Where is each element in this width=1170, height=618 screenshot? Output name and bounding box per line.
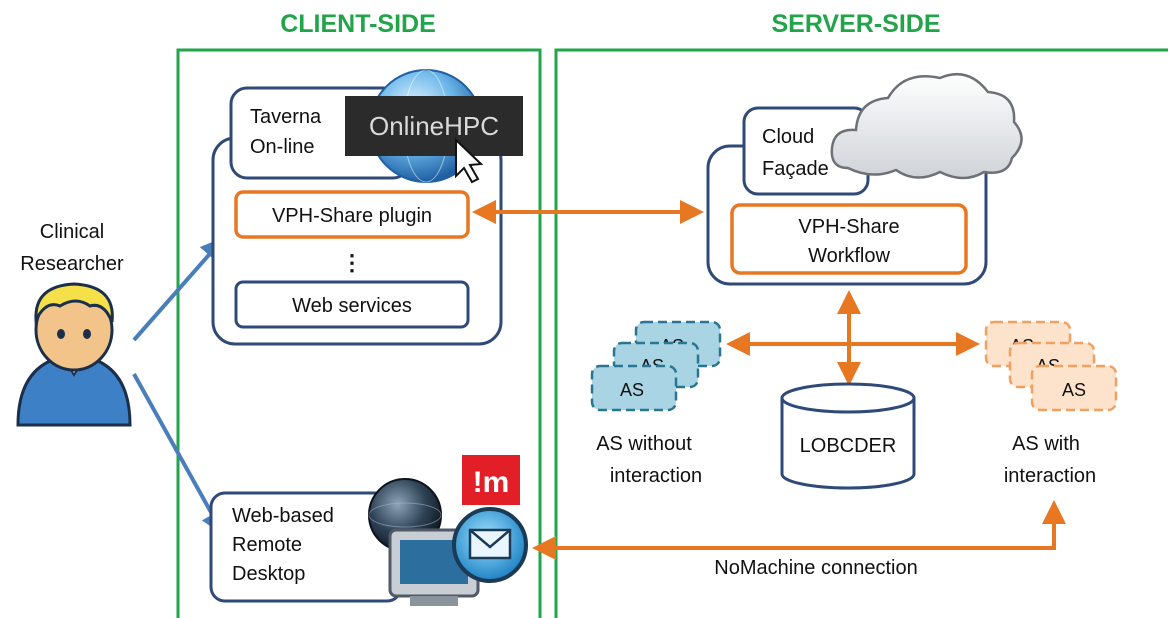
cloud-facade-line1: Cloud — [762, 126, 814, 148]
user-label-line2: Researcher — [20, 253, 124, 275]
cloud-facade-line2: Façade — [762, 158, 829, 180]
remote-desktop-line1: Web-based — [232, 505, 334, 527]
user-label-line1: Clinical — [40, 221, 104, 243]
ellipsis: ⋮ — [341, 250, 363, 275]
onlinehpc-text: OnlineHPC — [369, 111, 499, 141]
cursor-icon — [455, 137, 484, 184]
as-without-line1: AS without — [596, 433, 692, 455]
lobcder-database — [780, 382, 916, 490]
user-to-taverna-arrow — [132, 236, 225, 342]
as-card — [590, 364, 678, 412]
as-without-line2: interaction — [610, 465, 702, 487]
nomachine-connection-arrow — [532, 500, 1066, 560]
onlinehpc-logo: OnlineHPC — [345, 96, 523, 156]
client-side-header: CLIENT-SIDE — [280, 10, 436, 38]
as-without-stack: AS AS AS — [590, 320, 722, 412]
workflow-line2: Workflow — [808, 245, 890, 267]
client-side-zone — [176, 48, 542, 618]
user-to-remote-desktop-arrow — [132, 373, 224, 536]
taverna-label-line2: On-line — [250, 136, 314, 158]
as-with-stack: AS AS AS — [984, 320, 1118, 412]
im-badge-text: !m — [473, 466, 510, 499]
server-side-zone — [554, 48, 1168, 618]
lobcder-label: LOBCDER — [800, 435, 897, 457]
im-badge: !m — [462, 455, 520, 505]
mail-icon — [452, 507, 528, 583]
nomachine-label: NoMachine connection — [714, 557, 917, 579]
as-card-label: AS — [1062, 380, 1086, 400]
remote-desktop-line2: Remote — [232, 534, 302, 556]
as-card-label: AS — [620, 380, 644, 400]
as-with-line2: interaction — [1004, 465, 1096, 487]
vph-share-workflow-box — [730, 203, 968, 275]
web-services-label: Web services — [292, 295, 412, 317]
taverna-label-line1: Taverna — [250, 106, 322, 128]
remote-desktop-line3: Desktop — [232, 563, 305, 585]
cloud-icon — [830, 73, 1023, 180]
vph-share-plugin-box — [234, 190, 470, 239]
as-with-line1: AS with — [1012, 433, 1080, 455]
user-icon — [16, 282, 132, 427]
vph-share-plugin-label: VPH-Share plugin — [272, 205, 432, 227]
as-card — [1030, 364, 1118, 412]
web-services-box — [234, 280, 470, 329]
server-side-header: SERVER-SIDE — [771, 10, 940, 38]
workflow-line1: VPH-Share — [798, 216, 899, 238]
